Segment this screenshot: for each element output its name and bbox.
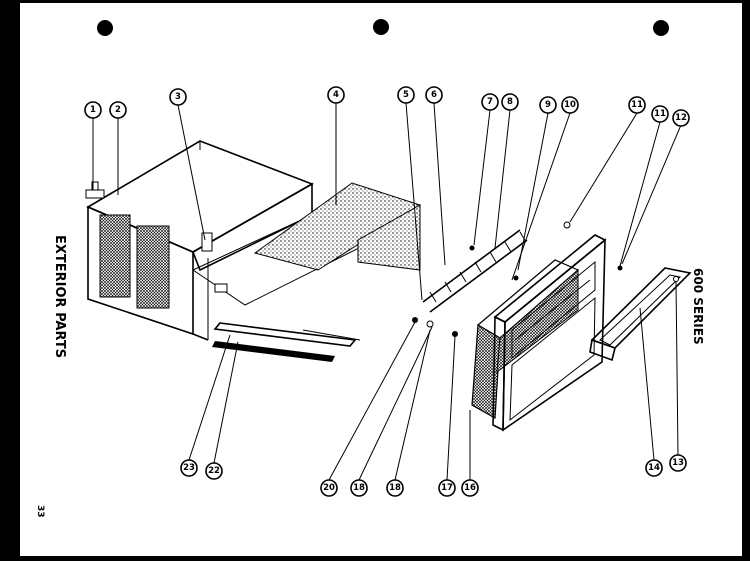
callout-20: 20 <box>320 479 338 497</box>
mounting-brackets <box>412 229 528 337</box>
svg-text:22: 22 <box>208 466 220 476</box>
front-grille <box>492 234 607 432</box>
callout-4: 4 <box>327 86 345 104</box>
callout-23: 23 <box>180 459 198 477</box>
callout-3: 3 <box>169 88 187 106</box>
svg-text:7: 7 <box>487 97 493 107</box>
callout-17: 17 <box>438 479 456 497</box>
series-title: 600 SERIES <box>691 268 705 345</box>
fastener-13 <box>673 276 679 282</box>
svg-text:3: 3 <box>175 92 181 102</box>
louvers-right <box>136 225 170 309</box>
fastener-11 <box>563 221 571 229</box>
binder-hole-left <box>97 20 113 36</box>
callout-14: 14 <box>645 459 663 477</box>
callout-1: 1 <box>84 101 102 119</box>
callout-7: 7 <box>481 93 499 111</box>
page-number: 33 <box>35 505 45 518</box>
callout-2: 2 <box>109 101 127 119</box>
leader-lines <box>92 102 682 481</box>
svg-text:5: 5 <box>403 90 409 100</box>
callout-8: 8 <box>501 93 519 111</box>
svg-text:11: 11 <box>631 100 643 110</box>
callout-16: 16 <box>461 479 479 497</box>
svg-text:10: 10 <box>564 100 576 110</box>
callout-12: 12 <box>672 109 690 127</box>
fastener-12 <box>617 265 623 271</box>
base-rail <box>212 322 361 362</box>
svg-text:6: 6 <box>431 90 437 100</box>
exterior-parts-title: EXTERIOR PARTS <box>52 235 67 358</box>
binder-hole-center <box>373 19 389 35</box>
callout-6: 6 <box>425 86 443 104</box>
cabinet <box>85 140 367 341</box>
binder-hole-right <box>653 20 669 36</box>
callout-11a: 11 <box>628 96 646 114</box>
insulation-panel <box>253 182 422 271</box>
callout-9: 9 <box>539 96 557 114</box>
svg-text:18: 18 <box>389 483 401 493</box>
svg-text:14: 14 <box>648 463 660 473</box>
callout-18b: 18 <box>350 479 368 497</box>
callout-11b: 11 <box>651 105 669 123</box>
svg-text:2: 2 <box>115 105 121 115</box>
callout-10: 10 <box>561 96 579 114</box>
svg-text:8: 8 <box>507 97 513 107</box>
svg-text:17: 17 <box>441 483 453 493</box>
svg-text:4: 4 <box>333 90 339 100</box>
callout-22: 22 <box>205 462 223 480</box>
callout-18a: 18 <box>386 479 404 497</box>
callout-5: 5 <box>397 86 415 104</box>
svg-text:20: 20 <box>323 483 335 493</box>
svg-text:23: 23 <box>183 463 195 473</box>
svg-text:18: 18 <box>353 483 365 493</box>
trim-strip <box>589 267 692 362</box>
svg-text:16: 16 <box>464 483 476 493</box>
svg-text:11: 11 <box>654 109 666 119</box>
svg-text:13: 13 <box>672 458 684 468</box>
callout-13: 13 <box>669 454 687 472</box>
louvers-left <box>99 214 131 298</box>
svg-text:12: 12 <box>675 113 687 123</box>
svg-text:1: 1 <box>90 105 96 115</box>
svg-text:9: 9 <box>545 100 551 110</box>
filter <box>471 259 580 419</box>
